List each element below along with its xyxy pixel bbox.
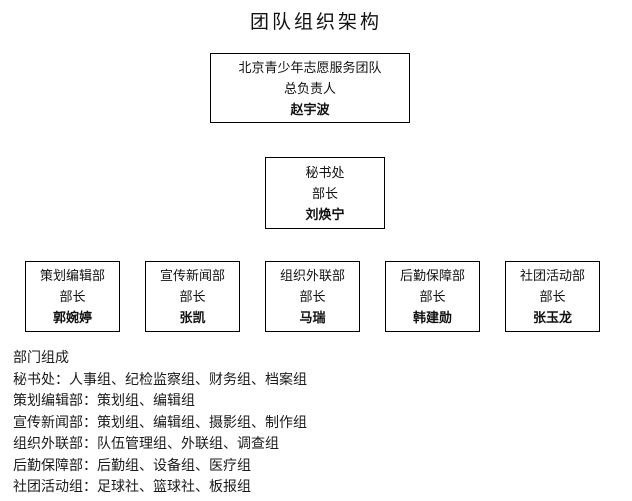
org-box-logistics-support: 后勤保障部 部长 韩建勋 [385, 261, 480, 332]
role-label: 部长 [539, 289, 566, 304]
org-unit-label: 组织外联部 [279, 268, 345, 283]
role-label: 部长 [419, 289, 446, 304]
person-name: 韩建勋 [412, 310, 452, 325]
person-name: 张玉龙 [532, 310, 572, 325]
org-box-organization-outreach: 组织外联部 部长 马瑞 [265, 261, 360, 332]
person-name: 刘焕宁 [305, 206, 345, 222]
person-name: 张凯 [179, 310, 206, 325]
person-name: 郭婉婷 [52, 310, 92, 325]
role-label: 部长 [311, 185, 338, 201]
role-label: 部长 [179, 289, 206, 304]
composition-line-logistics-support: 后勤保障部：后勤组、设备组、医疗组 [13, 456, 251, 473]
org-unit-label: 秘书处 [305, 164, 345, 180]
org-box-club-activities: 社团活动部 部长 张玉龙 [505, 261, 600, 332]
composition-line-planning-editing: 策划编辑部：策划组、编辑组 [13, 392, 195, 408]
org-unit-label: 策划编辑部 [39, 268, 105, 283]
org-box-secretariat: 秘书处 部长 刘焕宁 [265, 157, 385, 229]
page-title: 团队组织架构 [249, 12, 382, 33]
composition-line-publicity-news: 宣传新闻部：策划组、编辑组、摄影组、制作组 [13, 413, 307, 430]
role-label: 部长 [299, 289, 326, 304]
role-label: 总负责人 [283, 80, 336, 96]
org-box-general-director: 北京青少年志愿服务团队 总负责人 赵宇波 [210, 53, 410, 123]
org-unit-label: 北京青少年志愿服务团队 [238, 59, 382, 75]
department-composition-section: 部门组成 秘书处：人事组、纪检监察组、财务组、档案组 策划编辑部：策划组、编辑组… [13, 347, 307, 498]
composition-heading: 部门组成 [13, 349, 69, 365]
org-unit-label: 后勤保障部 [399, 268, 465, 283]
org-box-planning-editing: 策划编辑部 部长 郭婉婷 [25, 261, 120, 332]
person-name: 马瑞 [299, 310, 326, 325]
composition-line-club-activities: 社团活动组：足球社、篮球社、板报组 [13, 478, 251, 494]
org-box-publicity-news: 宣传新闻部 部长 张凯 [145, 261, 240, 332]
org-unit-label: 社团活动部 [519, 268, 585, 283]
composition-line-organization-outreach: 组织外联部：队伍管理组、外联组、调查组 [13, 435, 279, 451]
role-label: 部长 [59, 289, 86, 304]
composition-line-secretariat: 秘书处：人事组、纪检监察组、财务组、档案组 [13, 370, 307, 387]
person-name: 赵宇波 [290, 101, 330, 117]
org-unit-label: 宣传新闻部 [159, 268, 225, 283]
